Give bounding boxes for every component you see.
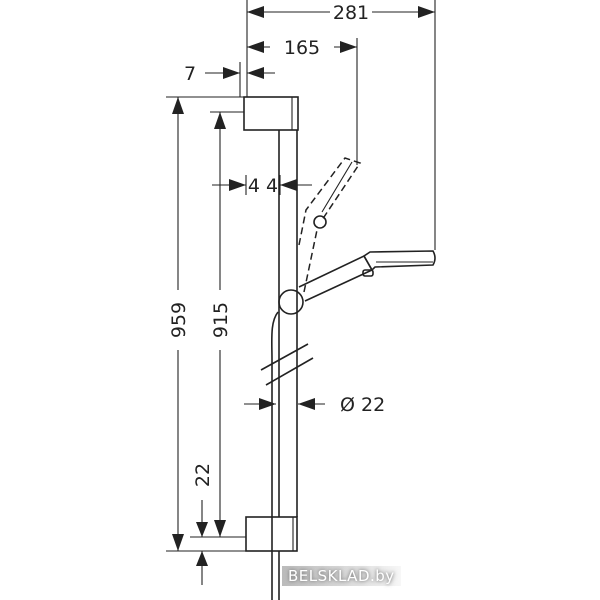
dim-959-label: 959 (168, 302, 190, 338)
dimension-22-bottom: 22 (192, 463, 214, 585)
hose (270, 311, 280, 600)
dimension-281: 281 (247, 2, 435, 24)
dimension-7: 7 (184, 63, 275, 85)
dimension-165: 165 (247, 37, 357, 59)
dimension-diameter: Ø 22 (244, 394, 385, 416)
handshower (278, 250, 436, 315)
dim-915-label: 915 (210, 302, 232, 338)
dimension-959: 959 (168, 97, 190, 551)
extension-lines (166, 0, 436, 552)
dim-44-label: 4 4 (248, 175, 278, 197)
watermark: BELSKLAD.by (282, 566, 401, 586)
dim-281-label: 281 (333, 2, 369, 24)
dim-7-label: 7 (184, 63, 196, 85)
handshower-alternate-position (298, 157, 362, 293)
dimension-44: 4 4 (212, 175, 312, 197)
dim-22-label: 22 (192, 463, 214, 487)
dim-165-label: 165 (284, 37, 320, 59)
dimension-915: 915 (210, 112, 232, 537)
shower-rail (243, 96, 314, 552)
dim-diameter-label: Ø 22 (340, 394, 385, 416)
